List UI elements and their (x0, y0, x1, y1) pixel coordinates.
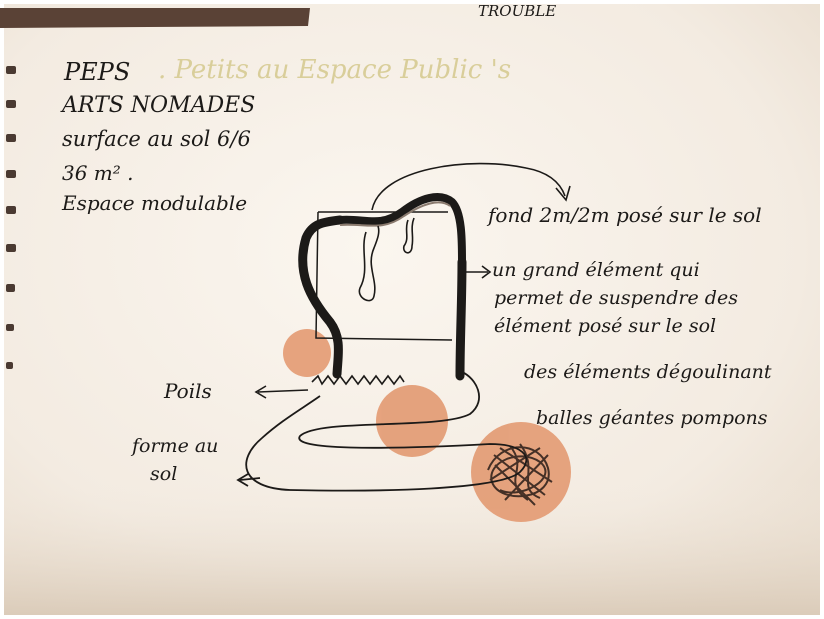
annotation-element-3: élément posé sur le sol (494, 315, 716, 337)
annotation-degoulinant: des éléments dégoulinant (524, 361, 772, 383)
annotation-forme-1: forme au (130, 435, 218, 457)
arch-right-leg (460, 262, 462, 376)
pompon-small (283, 329, 331, 377)
note-line-3: 36 m² . (62, 161, 134, 185)
annotation-fond: fond 2m/2m posé sur le sol (486, 203, 762, 227)
annotation-poils: Poils (163, 379, 212, 403)
annotation-balles: balles géantes pompons (536, 407, 768, 429)
note-title: PEPS (63, 58, 130, 86)
annotation-element-1: un grand élément qui (492, 259, 700, 281)
paper-shadow (0, 480, 824, 619)
note-line-2: surface au sol 6/6 (62, 127, 251, 151)
annotation-element-2: permet de suspendre des (494, 287, 738, 309)
note-line-1: ARTS NOMADES (60, 93, 255, 118)
note-title-faint: . Petits au Espace Public 's (158, 55, 511, 85)
annotation-forme-2: sol (150, 463, 177, 485)
note-line-4: Espace modulable (61, 191, 247, 215)
sketchbook-cover-edge (0, 8, 310, 28)
note-top-fragment: TROUBLE (478, 2, 556, 20)
